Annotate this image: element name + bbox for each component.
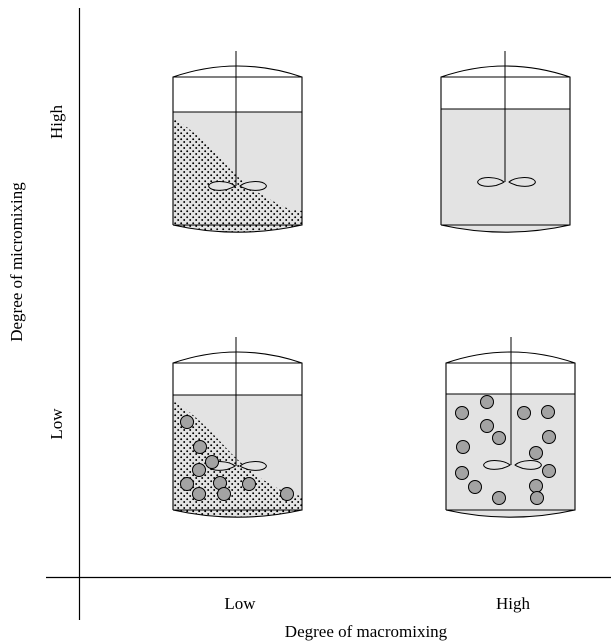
particle [529,446,543,460]
particle [242,477,256,491]
dead-zone [173,401,302,518]
impeller-blade-left [477,177,505,187]
impeller-blade-right [239,181,267,191]
particle [492,431,506,445]
particle [542,464,556,478]
particle [480,395,494,409]
vessel-low-macro-high-micro [172,51,303,233]
particle [492,491,506,505]
impeller-blade-right [514,460,542,470]
impeller-blade-left [483,460,511,470]
x-axis-title: Degree of macromixing [285,622,448,641]
vessel-high-macro-high-micro [440,51,571,233]
y-tick-high: High [47,105,66,140]
particle [217,487,231,501]
impeller-blade-right [508,177,536,187]
particle [542,430,556,444]
particle [530,491,544,505]
impeller-blade-right [239,461,267,471]
particle [468,480,482,494]
particle [205,455,219,469]
particle [180,477,194,491]
y-tick-low: Low [47,408,66,440]
x-tick-low: Low [224,594,256,613]
particle [192,487,206,501]
impeller-blade-left [208,181,236,191]
particle [517,406,531,420]
vessel-high-macro-low-micro [445,337,576,518]
particle [455,466,469,480]
dead-zone [173,118,302,233]
particle [180,415,194,429]
particle [541,405,555,419]
particle [480,419,494,433]
particle [529,479,543,493]
particle [455,406,469,420]
particle [456,440,470,454]
x-tick-high: High [496,594,531,613]
particle [193,440,207,454]
particle [280,487,294,501]
y-axis-title: Degree of micromixing [7,182,26,342]
particle [192,463,206,477]
vessel-low-macro-low-micro [172,337,303,518]
